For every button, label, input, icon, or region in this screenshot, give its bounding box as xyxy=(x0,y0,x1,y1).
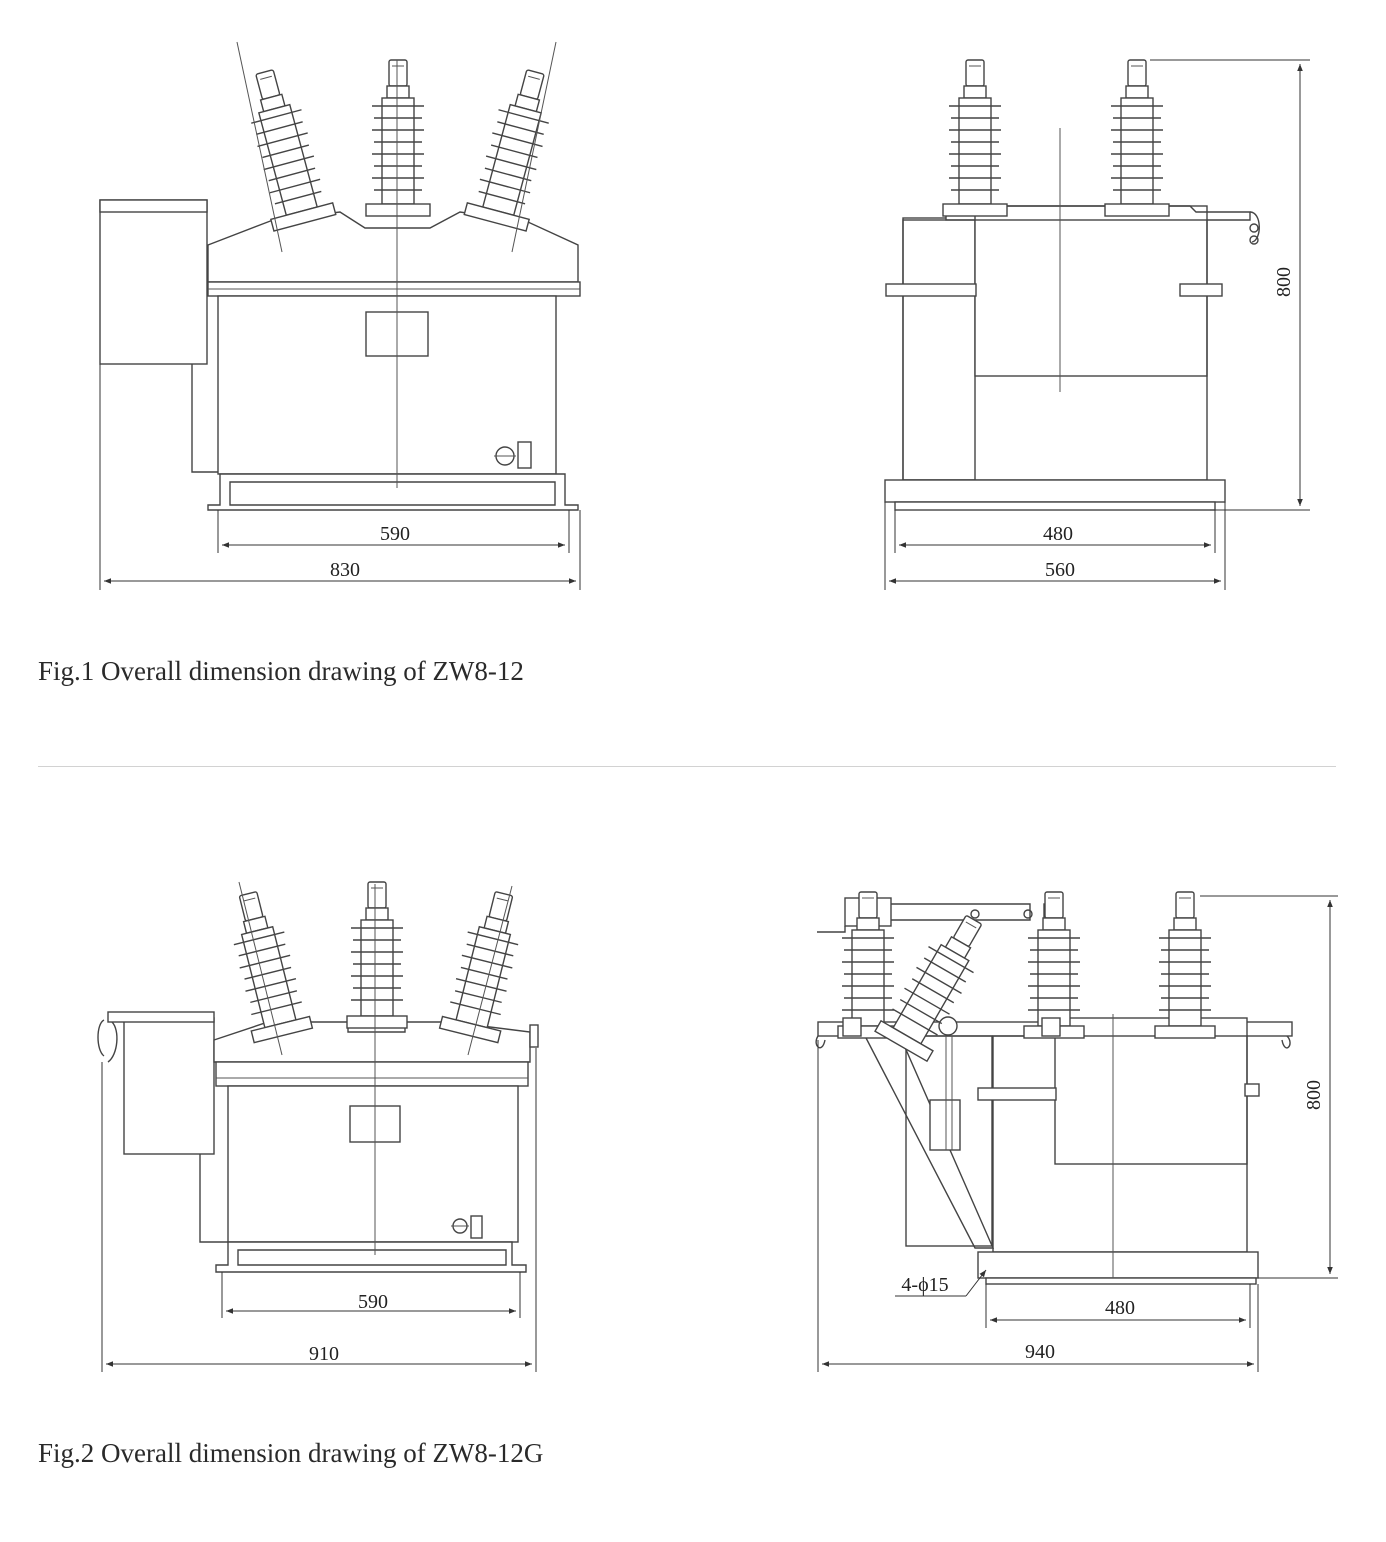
figure-2-drawing: 590 910 xyxy=(97,881,1338,1372)
section-divider xyxy=(38,766,1336,767)
figure-2: 590 910 xyxy=(0,800,1386,1542)
dim-width-590-g: 590 xyxy=(358,1291,388,1313)
dim-height-800: 800 xyxy=(1273,267,1295,297)
front-view-zw8-12: 590 830 xyxy=(99,41,581,590)
dim-holes-4-phi15: 4-ϕ15 xyxy=(901,1274,948,1296)
figure-2-caption: Fig.2 Overall dimension drawing of ZW8-1… xyxy=(38,1438,544,1468)
dim-overall-width-560: 560 xyxy=(1045,559,1075,581)
dim-width-590: 590 xyxy=(380,523,410,545)
figure-1-drawing: 590 830 480 560 800 xyxy=(99,41,1310,590)
front-view-zw8-12g: 590 910 xyxy=(97,881,539,1372)
dim-overall-width-910: 910 xyxy=(309,1343,339,1365)
side-view-zw8-12g: 480 940 800 4-ϕ15 xyxy=(815,891,1338,1372)
figure-1-caption: Fig.1 Overall dimension drawing of ZW8-1… xyxy=(38,656,524,686)
dim-overall-width-830: 830 xyxy=(330,559,360,581)
dim-height-800-g: 800 xyxy=(1303,1080,1325,1110)
figure-1: 590 830 480 560 800 Fig.1 Overall dimens… xyxy=(0,0,1386,740)
dim-width-480-g: 480 xyxy=(1105,1297,1135,1319)
dim-overall-width-940: 940 xyxy=(1025,1341,1055,1363)
dim-width-480: 480 xyxy=(1043,523,1073,545)
side-view-zw8-12: 480 560 800 xyxy=(884,59,1310,590)
